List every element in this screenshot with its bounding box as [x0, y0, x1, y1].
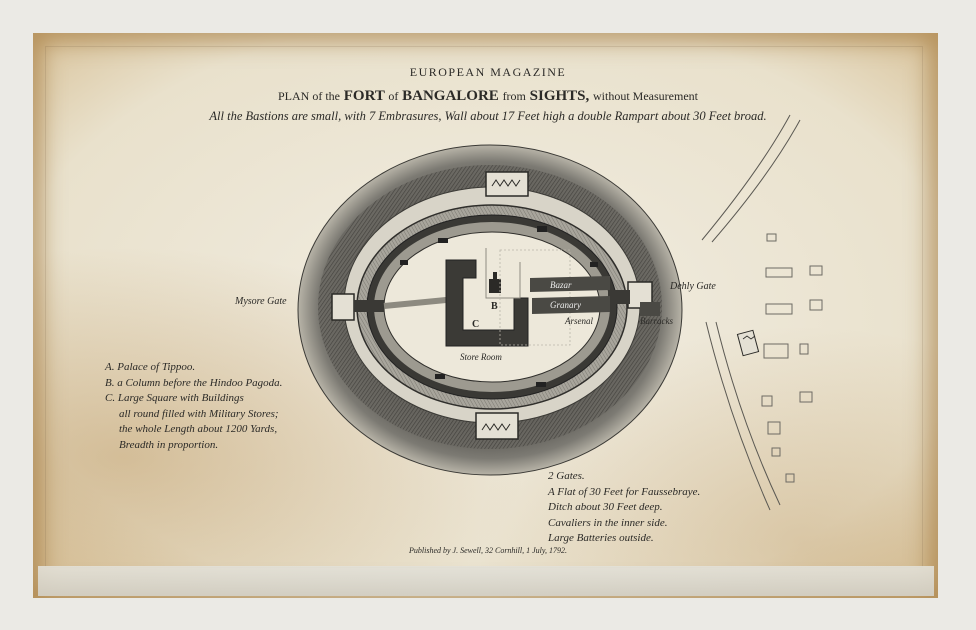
title-fort: FORT — [343, 88, 385, 104]
field-battery — [736, 329, 760, 357]
title-from: from — [502, 89, 526, 103]
publisher-imprint: Published by J. Sewell, 32 Cornhill, 1 J… — [409, 546, 567, 555]
note-cavaliers: Cavaliers in the inner side. — [548, 516, 668, 529]
note-gates: 2 Gates. — [548, 470, 585, 482]
label-arsenal: Arsenal — [565, 316, 593, 326]
bazar-granary-blocks — [530, 276, 610, 314]
outworks — [761, 233, 823, 483]
plan-title: PLAN of the FORT of BANGALORE from SIGHT… — [0, 89, 976, 104]
legend-line-c3: the whole Length about 1200 Yards, — [119, 423, 278, 435]
legend-line-c2: all round filled with Military Stores; — [119, 407, 279, 420]
title-of: of — [388, 89, 399, 103]
legend-line-a: A. Palace of Tippoo. — [105, 361, 196, 373]
label-dehly-gate: Dehly Gate — [670, 281, 716, 292]
note-batteries: Large Batteries outside. — [548, 532, 654, 544]
title-rest: without Measurement — [593, 89, 698, 103]
dehly-gate — [608, 281, 660, 316]
label-c: C — [472, 319, 480, 330]
legend-line-b: B. a Column before the Hindoo Pagoda. — [105, 376, 283, 389]
plan-description: All the Bastions are small, with 7 Embra… — [209, 109, 767, 123]
bastion — [400, 260, 408, 265]
bastion — [435, 374, 445, 379]
legend-line-c4: Breadth in proportion. — [119, 438, 219, 451]
bastion — [537, 226, 547, 232]
legend: A. Palace of Tippoo. B. a Column before … — [105, 360, 282, 453]
pagoda-column-b — [489, 272, 501, 293]
mysore-gate — [331, 293, 447, 321]
mount-strip — [38, 566, 934, 596]
north-battery — [485, 171, 529, 197]
notes: 2 Gates. A Flat of 30 Feet for Faussebra… — [548, 469, 700, 547]
legend-line-c: C. Large Square with Buildings — [105, 392, 244, 404]
title-plan: PLAN of the — [278, 89, 340, 103]
note-faussebraye: A Flat of 30 Feet for Faussebraye. — [548, 485, 701, 498]
label-granary: Granary — [550, 300, 581, 310]
bastion — [536, 382, 546, 387]
south-battery — [475, 412, 519, 440]
magazine-name: EUROPEAN MAGAZINE — [409, 65, 567, 79]
bastions — [400, 226, 598, 387]
label-b: B — [491, 301, 498, 312]
label-mysore-gate: Mysore Gate — [235, 296, 287, 307]
large-square-c — [445, 259, 529, 347]
label-barracks: Barracks — [640, 316, 673, 326]
label-store-room: Store Room — [460, 352, 502, 362]
approach-lines — [701, 114, 801, 511]
bastion — [590, 262, 598, 267]
palace-outline — [485, 248, 521, 299]
title-place: BANGALORE — [402, 88, 499, 104]
title-sights: SIGHTS, — [529, 88, 590, 104]
label-bazar: Bazar — [550, 280, 572, 290]
bastion — [438, 238, 448, 243]
note-ditch: Ditch about 30 Feet deep. — [548, 501, 663, 513]
